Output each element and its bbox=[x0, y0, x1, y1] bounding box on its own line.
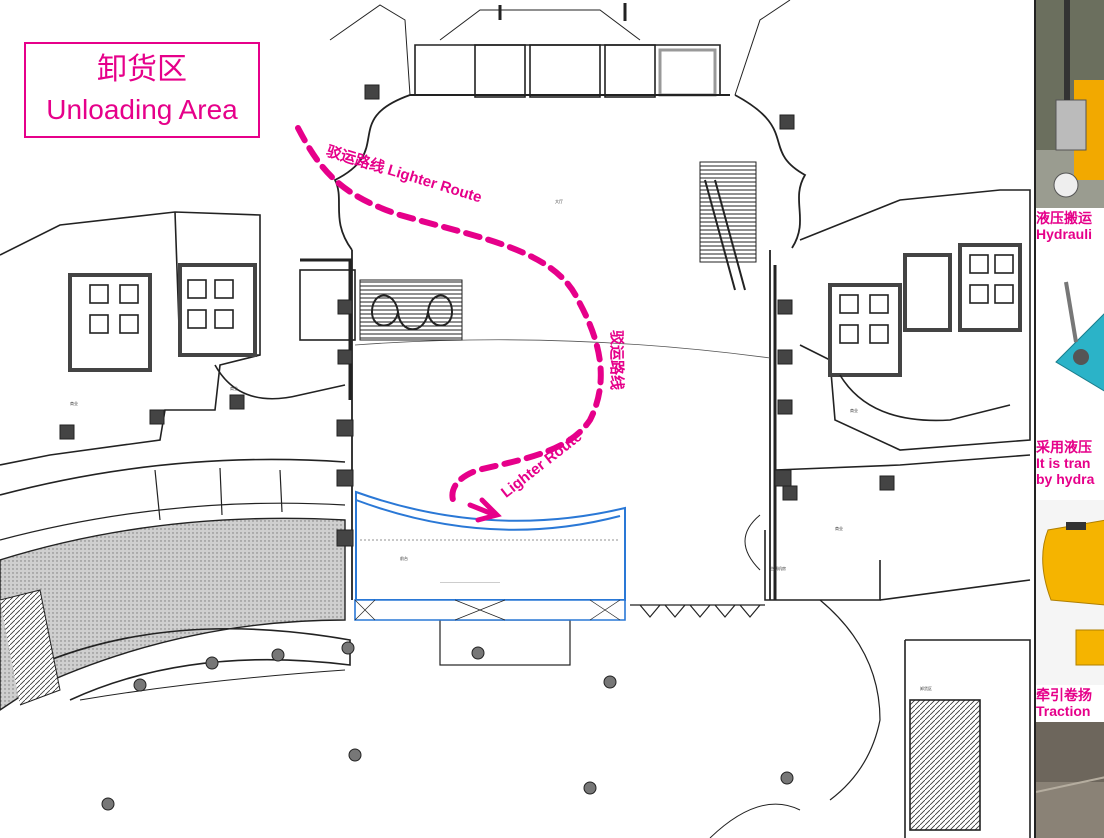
left-arcade bbox=[0, 458, 351, 711]
unloading-area-title-cn: 卸货区 bbox=[97, 53, 187, 86]
lighter-route bbox=[295, 125, 604, 523]
svg-text:大厅: 大厅 bbox=[555, 198, 563, 204]
square-columns bbox=[59, 84, 895, 547]
hydraulic-equipment-photo bbox=[1036, 0, 1104, 208]
right-building bbox=[773, 189, 1031, 600]
left-building bbox=[0, 211, 356, 466]
svg-text:卸货区: 卸货区 bbox=[920, 685, 932, 691]
caption-1-en: Hydrauli bbox=[1036, 226, 1093, 242]
unloading-area-title-en: Unloading Area bbox=[46, 94, 238, 125]
columns bbox=[101, 641, 794, 811]
reception-counter bbox=[354, 490, 626, 621]
site-photo bbox=[1036, 722, 1104, 838]
svg-text:商业: 商业 bbox=[230, 385, 238, 391]
caption-3-cn: 牵引卷扬 bbox=[1036, 687, 1092, 703]
svg-text:商业: 商业 bbox=[70, 400, 78, 406]
equipment-side-panel: 液压搬运 Hydrauli 采用液压 It is tran by hydra 牵… bbox=[1034, 0, 1104, 838]
caption-2-cn: 采用液压 bbox=[1036, 439, 1092, 455]
svg-text:前台: 前台 bbox=[400, 555, 408, 561]
right-lower-area bbox=[709, 454, 1031, 838]
route-label-right: 驳运路线 bbox=[608, 330, 625, 391]
traction-winch-photo bbox=[1036, 500, 1104, 685]
top-entrance bbox=[410, 3, 730, 98]
pallet-jack-photo bbox=[1036, 252, 1104, 437]
floor-plan: 大厅 前台 ——————————————— 商业 商业 商业 商业 空调机房 卸… bbox=[0, 0, 1031, 838]
svg-text:空调机房: 空调机房 bbox=[770, 565, 786, 571]
unloading-area-label: 卸货区 Unloading Area bbox=[24, 42, 260, 138]
svg-text:商业: 商业 bbox=[835, 525, 843, 531]
caption-2-en: It is tran bbox=[1036, 455, 1091, 471]
svg-text:商业: 商业 bbox=[850, 407, 858, 413]
caption-2-en-line2: by hydra bbox=[1036, 471, 1095, 487]
caption-1-cn: 液压搬运 bbox=[1036, 210, 1092, 226]
svg-text:———————————————: ——————————————— bbox=[440, 579, 500, 584]
caption-3-en: Traction bbox=[1036, 703, 1091, 719]
stair-blocks bbox=[359, 161, 757, 341]
